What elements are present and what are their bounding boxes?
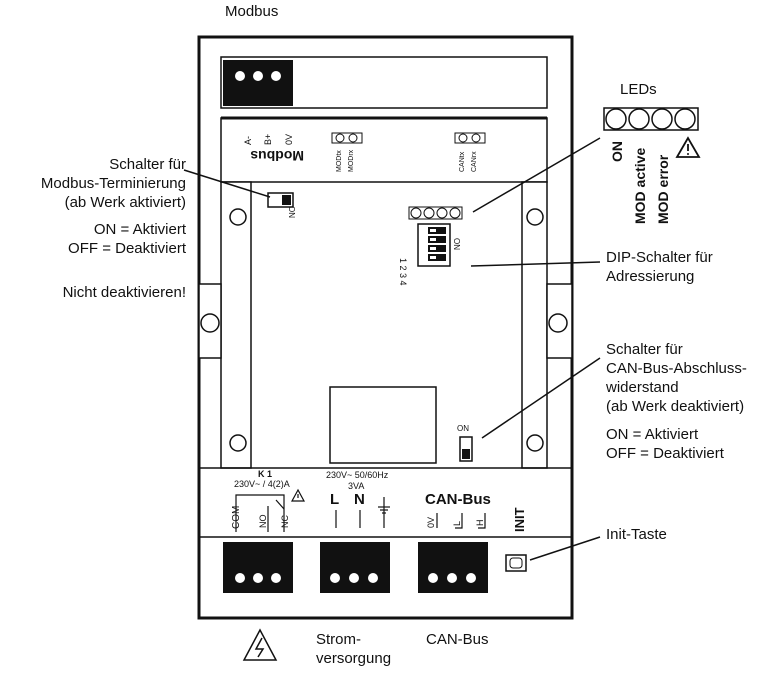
led-mod-active — [628, 108, 650, 130]
can-switch-on: ON — [457, 424, 469, 433]
power-connector — [320, 542, 390, 593]
canbus-panel-label: CAN-Bus — [425, 491, 491, 508]
mod-tx: MODtx — [336, 150, 343, 172]
can-l: L — [452, 520, 462, 526]
high-voltage-icon — [242, 628, 278, 661]
termination-line2: Modbus-Terminierung — [40, 175, 186, 192]
can-rx: CANrx — [471, 151, 478, 172]
term-b: B+ — [263, 133, 273, 145]
can-line2: CAN-Bus-Abschluss- — [606, 360, 747, 377]
dip-numbers: 1 2 3 4 — [398, 258, 408, 286]
can-on: ON = Aktiviert — [606, 426, 699, 443]
led-label-on: ON — [609, 141, 625, 162]
term-0v: 0V — [284, 133, 294, 145]
canbus-connector — [418, 542, 488, 593]
termination-line3: (ab Werk aktiviert) — [64, 194, 186, 211]
can-line4: (ab Werk deaktiviert) — [606, 398, 745, 415]
terminal-l: L — [330, 491, 340, 508]
init-label: Init-Taste — [606, 526, 667, 543]
dip-on: ON — [452, 238, 461, 250]
k1-label: K 1 — [258, 469, 273, 479]
led-label-mod-error: MOD error — [655, 154, 671, 224]
can-line1: Schalter für — [606, 341, 683, 358]
init-panel-label: INIT — [512, 507, 527, 532]
power-line1: Strom- — [316, 631, 361, 648]
modbus-title: Modbus — [225, 3, 279, 20]
termination-line1: Schalter für — [109, 156, 186, 173]
led-mod-error — [651, 108, 673, 130]
relay-rating: 230V~ / 4(2)A — [234, 479, 290, 489]
modbus-panel-title: Modbus — [250, 148, 304, 164]
dip-line2: Adressierung — [606, 268, 695, 285]
dip-line1: DIP-Schalter für — [606, 249, 713, 266]
can-h: H — [475, 519, 485, 527]
leds-title: LEDs — [620, 81, 657, 98]
can-line3: widerstand — [606, 379, 679, 396]
supply-rating: 230V~ 50/60Hz — [326, 470, 389, 480]
term-a: A- — [243, 136, 253, 145]
can-tx: CANtx — [459, 151, 466, 172]
relay-connector — [223, 542, 293, 593]
can-0v: 0V — [426, 516, 436, 528]
supply-va: 3VA — [348, 481, 365, 491]
termination-on: ON = Aktiviert — [93, 221, 186, 238]
relay-nc: NC — [280, 515, 290, 528]
mod-rx: MODrx — [348, 149, 355, 172]
modbus-connector — [223, 60, 293, 106]
led-on — [605, 108, 627, 130]
relay-com: COM — [231, 505, 242, 529]
terminal-n: N — [354, 491, 365, 508]
can-off: OFF = Deaktiviert — [606, 445, 724, 462]
termination-off: OFF = Deaktiviert — [68, 240, 186, 257]
led-label-mod-active: MOD active — [632, 147, 648, 224]
relay-no: NO — [258, 514, 268, 529]
termination-warning: Nicht deaktivieren! — [62, 284, 186, 301]
canbus-bottom-label: CAN-Bus — [426, 631, 489, 648]
term-switch-on: ON — [287, 206, 296, 218]
power-line2: versorgung — [316, 650, 392, 667]
